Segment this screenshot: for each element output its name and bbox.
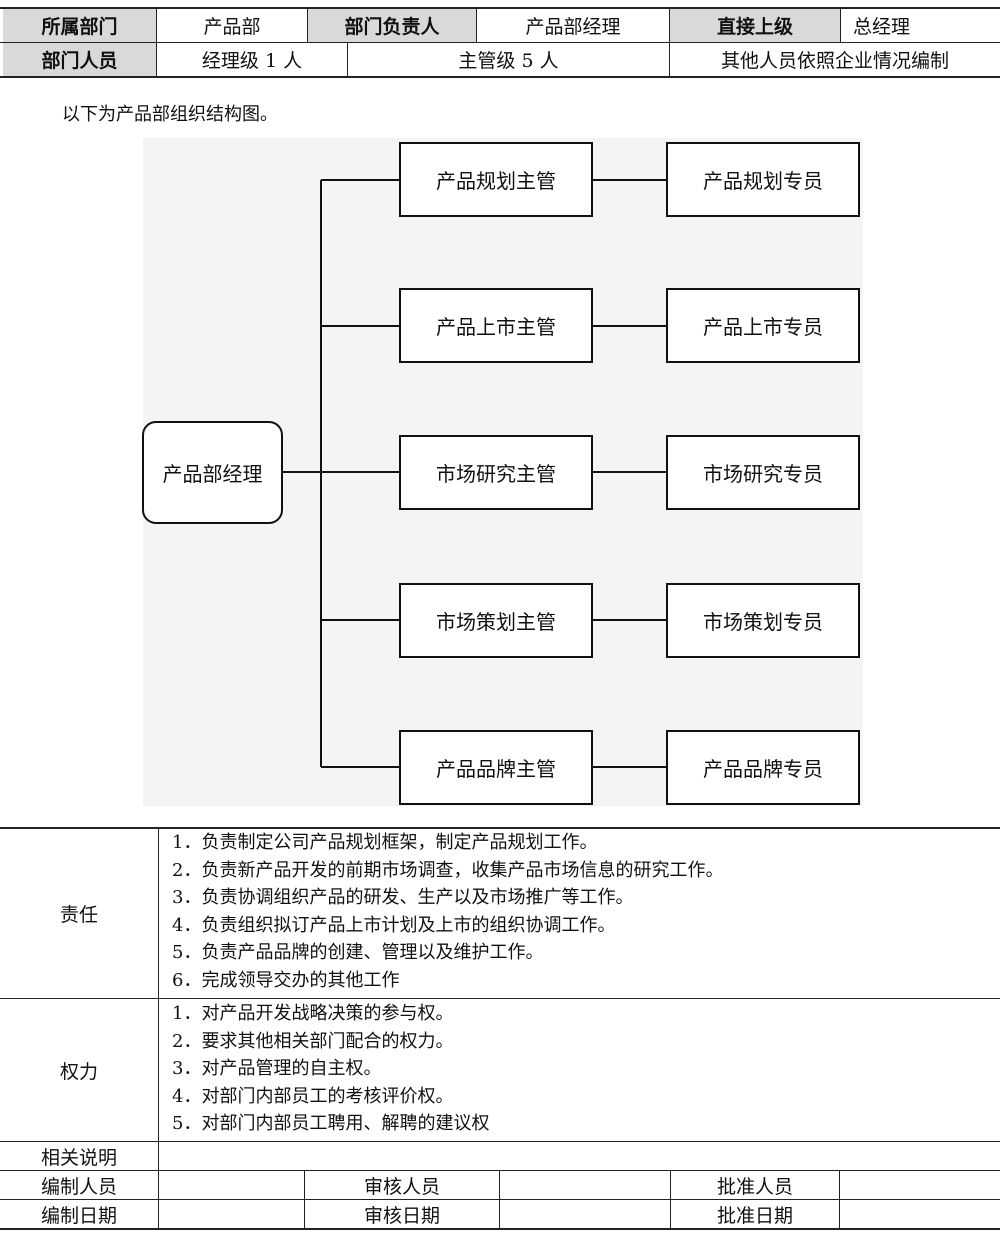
staff-label: 部门人员 [3,43,156,76]
responsibility-list: 1．负责制定公司产品规划框架，制定产品规划工作。 2．负责新产品开发的前期市场调… [172,829,723,994]
table-border [0,76,1000,78]
table-divider [158,828,159,1229]
list-item: 2．要求其他相关部门配合的权力。 [172,1030,454,1052]
dept-label: 所属部门 [3,9,156,42]
org-root-box: 产品部经理 [142,421,283,524]
list-item: 4．对部门内部员工的考核评价权。 [172,1085,454,1107]
list-item: 5．负责产品品牌的创建、管理以及维护工作。 [172,942,544,963]
intro-text: 以下为产品部组织结构图。 [62,104,278,125]
authority-label: 权力 [59,1060,98,1083]
reviewer-label: 审核人员 [363,1175,440,1198]
review-date-label: 审核日期 [363,1204,440,1227]
table-divider [840,8,841,42]
org-supervisor-box: 产品规划主管 [399,142,593,217]
table-divider [0,42,1000,43]
notes-label: 相关说明 [40,1146,117,1169]
table-border [0,827,1000,829]
head-label: 部门负责人 [308,9,476,42]
org-specialist-box: 产品品牌专员 [666,730,860,805]
approver-label: 批准人员 [716,1175,793,1198]
table-divider [0,1170,1000,1171]
notes-value [159,1142,1000,1170]
list-item: 3．负责协调组织产品的研发、生产以及市场推广等工作。 [172,887,634,908]
table-divider [0,1199,1000,1200]
preparer-label: 编制人员 [40,1175,117,1198]
superior-value: 总经理 [853,16,911,38]
prep-date-label: 编制日期 [40,1204,117,1227]
table-divider [0,998,1000,999]
org-specialist-box: 产品上市专员 [666,288,860,363]
manager-count: 经理级 1 人 [201,50,303,72]
list-item: 1．对产品开发战略决策的参与权。 [172,1003,454,1024]
table-divider [0,1141,1000,1142]
table-divider [670,1171,671,1229]
list-item: 1．负责制定公司产品规划框架，制定产品规划工作。 [172,832,598,853]
authority-list: 1．对产品开发战略决策的参与权。 2．要求其他相关部门配合的权力。 3．对产品管… [172,1000,489,1138]
table-border [0,1228,1000,1230]
approve-date-label: 批准日期 [716,1204,793,1227]
list-item: 5．对部门内部员工聘用、解聘的建议权 [172,1113,490,1134]
org-specialist-box: 市场研究专员 [666,435,860,510]
table-border [0,7,1000,9]
table-divider [476,8,477,42]
table-divider [839,1171,840,1229]
list-item: 4．负责组织拟订产品上市计划及上市的组织协调工作。 [172,914,616,936]
table-divider [669,8,670,76]
list-item: 3．对产品管理的自主权。 [172,1058,382,1079]
list-item: 6．完成领导交办的其他工作 [172,969,400,991]
org-supervisor-box: 产品上市主管 [399,288,593,363]
table-divider [347,42,348,76]
list-item: 2．负责新产品开发的前期市场调查，收集产品市场信息的研究工作。 [172,859,724,881]
table-divider [304,1171,305,1229]
org-specialist-box: 产品规划专员 [666,142,860,217]
org-supervisor-box: 市场研究主管 [399,435,593,510]
org-supervisor-box: 市场策划主管 [399,583,593,658]
supervisor-count: 主管级 5 人 [458,50,559,72]
responsibility-label: 责任 [59,903,98,926]
dept-value: 产品部 [203,16,261,38]
org-specialist-box: 市场策划专员 [666,583,860,658]
table-divider [499,1171,500,1229]
table-divider [307,8,308,42]
table-divider [156,8,157,76]
others-note: 其他人员依照企业情况编制 [720,50,949,72]
superior-label: 直接上级 [670,9,840,42]
head-value: 产品部经理 [525,16,621,38]
org-supervisor-box: 产品品牌主管 [399,730,593,805]
